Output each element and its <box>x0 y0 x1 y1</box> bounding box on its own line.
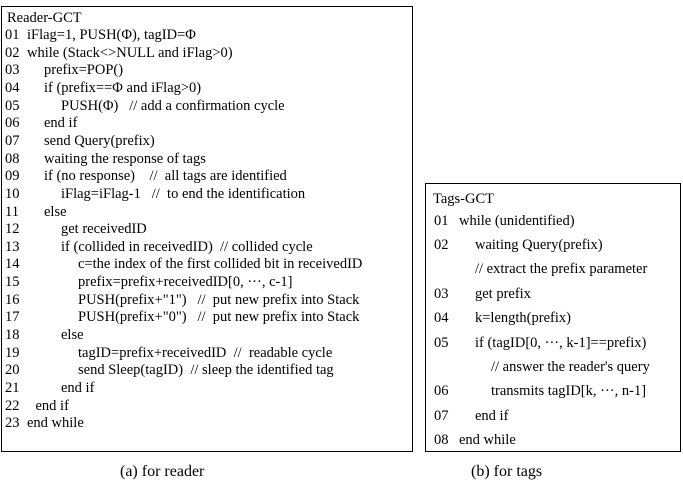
reader-line-number: 14 <box>5 256 20 273</box>
tags-algorithm-box: Tags-GCT 01 while (unidentified) 02 waiting… <box>425 183 681 452</box>
reader-line-code: get receivedID <box>61 221 147 238</box>
reader-line-code: prefix=prefix+receivedID[0, ···, c-1] <box>78 274 293 291</box>
reader-line-code: else <box>61 327 84 344</box>
reader-line-code: PUSH(Φ) // add a confirmation cycle <box>61 97 285 114</box>
reader-line-number: 09 <box>5 168 20 185</box>
reader-line-number: 02 <box>5 44 20 61</box>
tags-line-number: 05 <box>434 334 449 351</box>
reader-algorithm-box: Reader-GCT 01 iFlag=1, PUSH(Φ), tagID=Φ 02… <box>1 6 413 452</box>
reader-line-number: 13 <box>5 238 20 255</box>
reader-line-number: 18 <box>5 327 20 344</box>
tags-line-code: get prefix <box>475 285 531 302</box>
reader-line-code: end while <box>27 415 84 432</box>
tags-line-number: 01 <box>434 212 449 229</box>
reader-line-number: 23 <box>5 415 20 432</box>
tags-line-number: 02 <box>434 236 449 253</box>
tags-line-code: while (unidentified) <box>459 212 575 229</box>
reader-line-number: 10 <box>5 185 20 202</box>
reader-line-code: tagID=prefix+receivedID // readable cycl… <box>78 344 333 361</box>
tags-line-number: 04 <box>434 310 449 327</box>
tags-line-code: end while <box>459 432 516 449</box>
reader-line-number: 08 <box>5 150 20 167</box>
reader-line-code: if (no response) // all tags are identif… <box>44 168 287 185</box>
tags-line-code: end if <box>475 407 509 424</box>
reader-line-code: end if <box>44 115 78 132</box>
reader-line-code: PUSH(prefix+"1") // put new prefix into … <box>78 291 360 308</box>
reader-line-code: else <box>44 203 67 220</box>
reader-line-number: 05 <box>5 97 20 114</box>
tags-line-number: 08 <box>434 432 449 449</box>
reader-line-code: send Sleep(tagID) // sleep the identifie… <box>78 362 334 379</box>
reader-line-code: iFlag=1, PUSH(Φ), tagID=Φ <box>27 27 196 43</box>
reader-line-number: 21 <box>5 380 20 396</box>
reader-line-code: while (Stack<>NULL and iFlag>0) <box>27 44 233 61</box>
reader-line-code: end if <box>35 397 69 414</box>
reader-line-number: 22 <box>5 397 20 414</box>
reader-algorithm-title: Reader-GCT <box>7 10 82 26</box>
tags-line-code: // extract the prefix parameter <box>475 261 648 278</box>
tags-line-code: if (tagID[0, ···, k-1]==prefix) <box>475 334 647 351</box>
reader-line-number: 20 <box>5 362 20 379</box>
tags-line-code: // answer the reader's query <box>491 358 650 375</box>
reader-line-code: end if <box>61 380 95 396</box>
reader-line-number: 16 <box>5 291 20 308</box>
reader-line-code: prefix=POP() <box>44 62 124 79</box>
reader-line-number: 03 <box>5 62 20 79</box>
tags-algorithm-title: Tags-GCT <box>433 191 495 207</box>
reader-line-number: 07 <box>5 132 20 149</box>
reader-line-number: 01 <box>5 27 20 43</box>
reader-line-number: 11 <box>5 203 19 220</box>
tags-caption: (b) for tags <box>471 463 543 480</box>
reader-caption: (a) for reader <box>120 463 205 480</box>
reader-line-code: c=the index of the first collided bit in… <box>78 256 363 273</box>
reader-line-code: iFlag=iFlag-1 // to end the identificati… <box>61 185 306 202</box>
reader-line-number: 12 <box>5 221 20 238</box>
reader-line-code: if (prefix==Φ and iFlag>0) <box>44 79 202 96</box>
tags-line-number: 03 <box>434 285 449 302</box>
tags-line-code: transmits tagID[k, ···, n-1] <box>491 383 647 400</box>
tags-line-code: waiting Query(prefix) <box>475 236 603 253</box>
reader-line-code: PUSH(prefix+"0") // put new prefix into … <box>78 309 360 326</box>
reader-line-number: 19 <box>5 344 20 361</box>
reader-line-code: waiting the response of tags <box>44 150 206 167</box>
tags-line-number: 06 <box>434 383 449 400</box>
tags-line-code: k=length(prefix) <box>475 310 571 327</box>
reader-line-code: if (collided in receivedID) // collided … <box>61 238 313 255</box>
reader-line-number: 15 <box>5 274 20 291</box>
reader-line-number: 06 <box>5 115 20 132</box>
reader-line-code: send Query(prefix) <box>44 132 155 149</box>
reader-line-number: 04 <box>5 79 20 96</box>
reader-line-number: 17 <box>5 309 20 326</box>
tags-line-number: 07 <box>434 407 449 424</box>
